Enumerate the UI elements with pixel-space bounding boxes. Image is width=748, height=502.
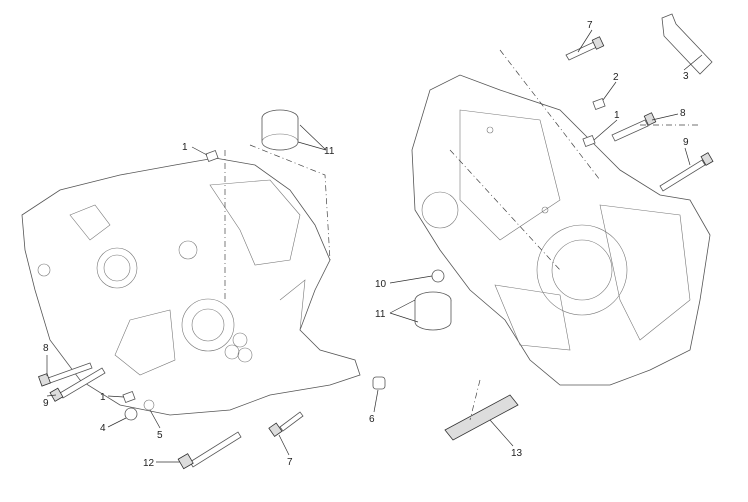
leader-lines bbox=[46, 29, 703, 463]
callout-7-left: 7 bbox=[287, 457, 293, 468]
callout-8-left: 8 bbox=[43, 343, 49, 354]
bushing-lower bbox=[414, 291, 452, 331]
callout-2: 2 bbox=[613, 72, 619, 83]
callout-12: 12 bbox=[143, 458, 155, 469]
callout-9-right: 9 bbox=[683, 137, 689, 148]
callout-10: 10 bbox=[375, 279, 387, 290]
callout-1-right: 1 bbox=[614, 110, 620, 121]
right-crankcase-half bbox=[411, 74, 711, 386]
alignment-lines bbox=[224, 49, 700, 421]
callout-1-left-top: 1 bbox=[182, 142, 188, 153]
callouts: 7 2 3 1 8 9 1 11 10 11 8 9 1 4 5 6 7 12 … bbox=[43, 20, 689, 469]
callout-6: 6 bbox=[369, 414, 375, 425]
callout-3: 3 bbox=[683, 71, 689, 82]
callout-5: 5 bbox=[157, 430, 163, 441]
callout-13: 13 bbox=[511, 448, 523, 459]
callout-9-left: 9 bbox=[43, 398, 49, 409]
callout-11-lower: 11 bbox=[375, 309, 386, 320]
left-crankcase-half bbox=[21, 157, 361, 416]
callout-8-right: 8 bbox=[680, 108, 686, 119]
callout-4: 4 bbox=[100, 423, 106, 434]
callout-7-right: 7 bbox=[587, 20, 593, 31]
bolts bbox=[38, 36, 714, 470]
small-parts bbox=[122, 13, 713, 441]
bushing-upper bbox=[261, 109, 299, 151]
callout-11-top: 11 bbox=[324, 146, 335, 157]
callout-1-left: 1 bbox=[100, 392, 106, 403]
